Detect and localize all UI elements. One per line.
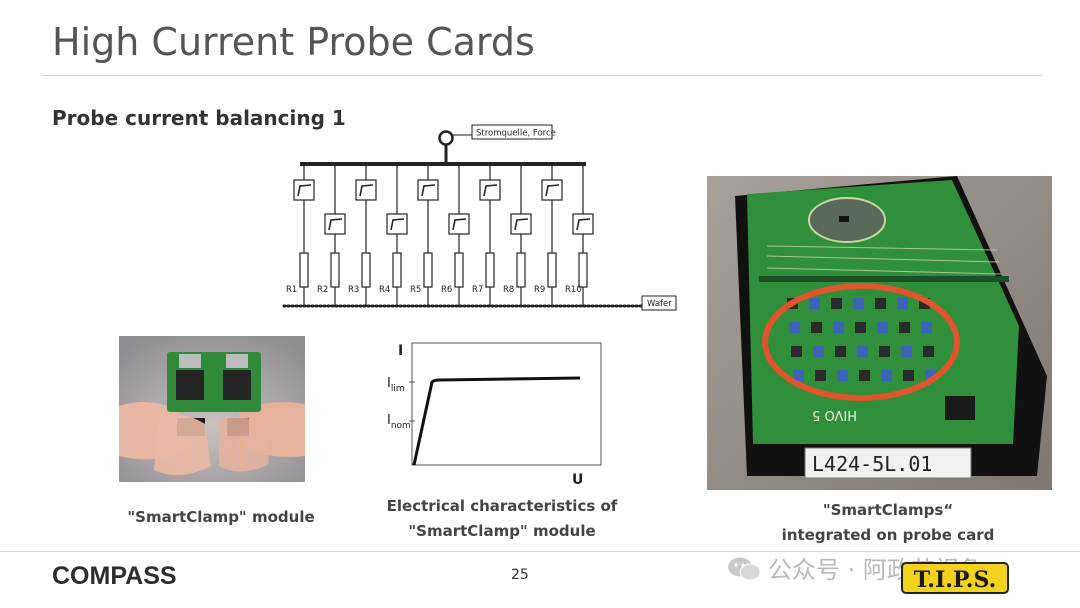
smartclamp-chip bbox=[901, 346, 912, 357]
clamp-box-3 bbox=[355, 179, 377, 201]
smartclamp-chip bbox=[881, 370, 892, 381]
source-label: Stromquelle, Force bbox=[476, 129, 556, 139]
clamp-box-4 bbox=[386, 213, 408, 235]
resistor-label-3: R3 bbox=[348, 285, 359, 295]
iv-curve bbox=[412, 376, 581, 466]
chart-frame bbox=[411, 342, 602, 466]
inom-main: I bbox=[387, 413, 391, 428]
resistor-4 bbox=[392, 252, 402, 288]
smartclamp-chip bbox=[835, 346, 846, 357]
resistor-label-1: R1 bbox=[286, 285, 297, 295]
resistor-label-9: R9 bbox=[534, 285, 545, 295]
resistor-5 bbox=[423, 252, 433, 288]
clamp-box-10 bbox=[572, 213, 594, 235]
smartclamp-chip bbox=[921, 322, 932, 333]
clamp-box-8 bbox=[510, 213, 532, 235]
smartclamp-chip bbox=[919, 298, 930, 309]
ilim-main: I bbox=[387, 376, 391, 391]
smartclamp-chip bbox=[875, 298, 886, 309]
footer-divider bbox=[0, 551, 1080, 552]
smartclamp-chip bbox=[925, 370, 936, 381]
caption-module: "SmartClamp" module bbox=[127, 508, 315, 526]
clamp-box-7 bbox=[479, 179, 501, 201]
resistor-label-6: R6 bbox=[441, 285, 452, 295]
clamp-box-9 bbox=[541, 179, 563, 201]
svg-text:Ilim: Ilim bbox=[387, 376, 405, 394]
smartclamp-chip bbox=[811, 322, 822, 333]
smartclamp-chip bbox=[859, 370, 870, 381]
iv-characteristic-chart: I U Ilim Inom bbox=[387, 342, 602, 488]
caption-probe-card: "SmartClamps“ integrated on probe card bbox=[746, 498, 1030, 548]
smartclamp-chip bbox=[809, 298, 820, 309]
caption-characteristics-line1: Electrical characteristics of bbox=[386, 497, 618, 515]
transistor-right bbox=[223, 370, 251, 400]
resistor-10 bbox=[578, 252, 588, 288]
source-label-box bbox=[471, 124, 553, 140]
probe-card-photo: L424-5L.01 HIVO 5 bbox=[707, 176, 1052, 490]
inom-sub: nom bbox=[391, 421, 411, 431]
board-print: HIVO 5 bbox=[812, 407, 857, 422]
smartclamp-chip bbox=[789, 322, 800, 333]
board-label-sticker bbox=[804, 447, 972, 479]
resistor-label-5: R5 bbox=[410, 285, 421, 295]
smartclamp-chip bbox=[815, 370, 826, 381]
smartclamp-module-photo bbox=[119, 336, 305, 482]
resistor-label-8: R8 bbox=[503, 285, 514, 295]
smartclamp-chip bbox=[877, 322, 888, 333]
transistor-left bbox=[176, 370, 204, 400]
resistor-3 bbox=[361, 252, 371, 288]
resistor-label-10: R10 bbox=[565, 285, 582, 295]
resistor-8 bbox=[516, 252, 526, 288]
title-divider bbox=[42, 75, 1042, 76]
tips-logo: T.I.P.S. bbox=[901, 562, 1009, 594]
clamp-box-1 bbox=[293, 179, 315, 201]
smartclamp-chip bbox=[813, 346, 824, 357]
x-axis-label: U bbox=[572, 472, 583, 488]
smartclamp-chip bbox=[923, 346, 934, 357]
smartclamp-chip bbox=[791, 346, 802, 357]
smartclamp-chip bbox=[793, 370, 804, 381]
resistor-6 bbox=[454, 252, 464, 288]
resistor-label-7: R7 bbox=[472, 285, 483, 295]
resistor-label-4: R4 bbox=[379, 285, 390, 295]
compass-logo: COMPASS bbox=[52, 562, 177, 590]
smartclamp-chip bbox=[879, 346, 890, 357]
caption-probe-card-line1: "SmartClamps“ bbox=[822, 501, 954, 519]
smartclamp-chip bbox=[899, 322, 910, 333]
clamp-box-2 bbox=[324, 213, 346, 235]
clamp-box-6 bbox=[448, 213, 470, 235]
caption-characteristics: Electrical characteristics of "SmartClam… bbox=[376, 494, 628, 544]
smartclamp-chip bbox=[903, 370, 914, 381]
source-terminal bbox=[438, 130, 454, 146]
page-number: 25 bbox=[511, 567, 529, 583]
caption-probe-card-line2: integrated on probe card bbox=[781, 526, 995, 544]
wafer-label: Wafer bbox=[647, 299, 672, 309]
resistor-2 bbox=[330, 252, 340, 288]
ilim-sub: lim bbox=[391, 384, 405, 394]
smartclamps-highlight-circle bbox=[762, 283, 960, 401]
slide-subtitle: Probe current balancing 1 bbox=[52, 106, 346, 130]
resistor-label-2: R2 bbox=[317, 285, 328, 295]
tips-logo-text: T.I.P.S. bbox=[914, 567, 996, 593]
smartclamp-chip bbox=[855, 322, 866, 333]
smartclamp-chip bbox=[857, 346, 868, 357]
resistor-7 bbox=[485, 252, 495, 288]
smartclamp-chip bbox=[837, 370, 848, 381]
svg-text:Inom: Inom bbox=[387, 413, 411, 431]
y-axis-label: I bbox=[398, 343, 403, 359]
caption-characteristics-line2: "SmartClamp" module bbox=[408, 522, 596, 540]
smartclamp-chip bbox=[831, 298, 842, 309]
clamp-box-5 bbox=[417, 179, 439, 201]
smartclamp-chip bbox=[897, 298, 908, 309]
smartclamp-chip bbox=[853, 298, 864, 309]
smartclamp-chip bbox=[833, 322, 844, 333]
board-label: L424-5L.01 bbox=[812, 452, 932, 476]
wechat-icon bbox=[728, 557, 761, 581]
resistor-1 bbox=[299, 252, 309, 288]
wafer-label-box bbox=[641, 295, 677, 311]
resistor-9 bbox=[547, 252, 557, 288]
current-balancing-circuit: Stromquelle, Force Wafer R1 R2 R3 R4 R5 R6 R7 R… bbox=[282, 124, 677, 311]
slide-title: High Current Probe Cards bbox=[52, 20, 535, 64]
